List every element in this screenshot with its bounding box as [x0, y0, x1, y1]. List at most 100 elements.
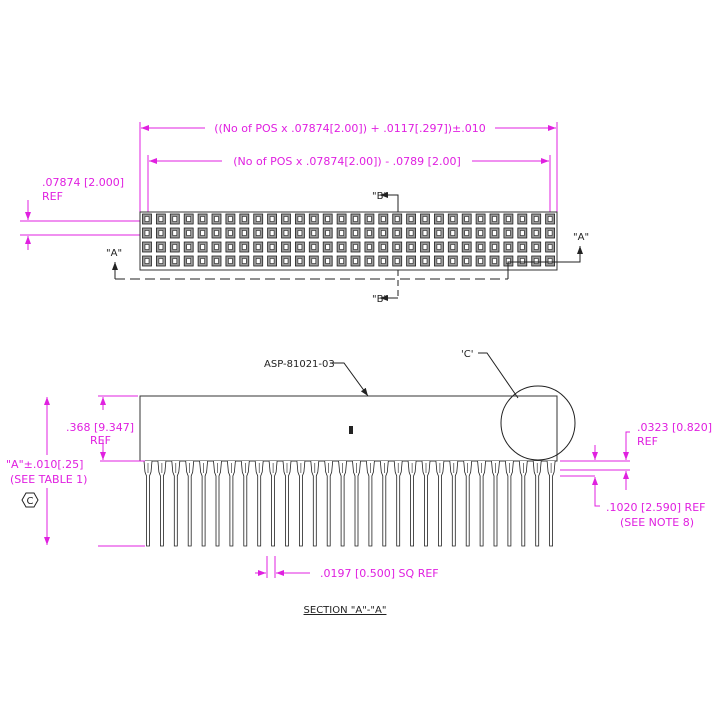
- pin: [491, 460, 500, 547]
- pin-socket: [489, 213, 500, 225]
- pin-socket: [475, 227, 486, 239]
- pin-socket: [336, 227, 347, 239]
- pin-socket: [392, 255, 403, 267]
- pin-socket: [350, 227, 361, 239]
- pin: [254, 460, 264, 547]
- pin-socket: [155, 255, 166, 267]
- part-number-label: ASP-81021-03: [264, 359, 335, 370]
- pin-socket: [211, 227, 222, 239]
- pin-socket: [461, 227, 472, 239]
- offset-dimension-label: .0323 [0.820]: [637, 421, 712, 434]
- pin-socket: [517, 213, 528, 225]
- pin-socket: [461, 255, 472, 267]
- body-marking: [349, 426, 353, 434]
- section-title: SECTION "A"-"A": [304, 605, 387, 616]
- pin-socket: [350, 213, 361, 225]
- pitch-ref-label: REF: [42, 190, 63, 203]
- pin-socket: [239, 227, 250, 239]
- offset-ref-label: REF: [637, 435, 658, 448]
- pin-socket: [503, 241, 514, 253]
- pin-socket: [392, 213, 403, 225]
- pin: [449, 460, 459, 547]
- pin-socket: [531, 213, 542, 225]
- pin: [393, 460, 403, 547]
- pin: [477, 460, 486, 547]
- pin-socket: [225, 255, 236, 267]
- pin-socket: [267, 227, 278, 239]
- pin-socket: [281, 241, 291, 253]
- pin-socket: [447, 241, 458, 253]
- pin: [518, 460, 528, 547]
- pin-socket: [531, 227, 542, 239]
- pin-socket: [378, 227, 389, 239]
- pin-socket: [169, 227, 180, 239]
- pin: [352, 460, 361, 547]
- pin-socket: [545, 255, 555, 267]
- pin-grid: [142, 213, 555, 267]
- pin-socket: [225, 213, 236, 225]
- pin-row: [143, 460, 556, 547]
- pin-socket: [322, 241, 333, 253]
- overall-length-label: ((No of POS x .07874[2.00]) + .0117[.297…: [214, 122, 486, 135]
- pin-socket: [142, 255, 152, 267]
- pin-socket: [308, 213, 319, 225]
- critical-dimension-icon: C: [21, 492, 39, 508]
- pin-socket: [294, 227, 305, 239]
- pin-socket: [294, 241, 305, 253]
- pin: [268, 460, 278, 547]
- pin-socket: [253, 227, 264, 239]
- pin-socket: [267, 213, 278, 225]
- pin: [185, 460, 195, 547]
- pin-socket: [183, 241, 194, 253]
- pin: [199, 460, 208, 547]
- pin-socket: [420, 213, 430, 225]
- pin: [240, 460, 250, 547]
- pin: [435, 460, 445, 547]
- pin-socket: [142, 241, 152, 253]
- pin-socket: [253, 241, 264, 253]
- pin-socket: [392, 227, 403, 239]
- pin-socket: [406, 227, 417, 239]
- pin-size-label: .0197 [0.500] SQ REF: [320, 567, 439, 580]
- section-a-right-label: "A": [573, 232, 589, 243]
- pin: [310, 460, 320, 547]
- pin-socket: [336, 213, 347, 225]
- pin-socket: [211, 241, 222, 253]
- detail-c-circle: [500, 385, 576, 461]
- pin: [546, 460, 556, 547]
- body-height-ref-label: REF: [90, 434, 111, 447]
- pin-socket: [503, 213, 514, 225]
- pin-socket: [447, 227, 458, 239]
- connector-side-body: [139, 395, 558, 462]
- pin-socket: [239, 255, 250, 267]
- pin-socket: [531, 241, 542, 253]
- pin-socket: [350, 241, 361, 253]
- pin-socket: [197, 213, 208, 225]
- pin-socket: [322, 213, 333, 225]
- pin: [379, 460, 389, 547]
- pin-socket: [308, 227, 319, 239]
- pin: [407, 460, 417, 547]
- overall-height-note: (SEE TABLE 1): [10, 473, 87, 486]
- pin-socket: [211, 255, 222, 267]
- pin-socket: [211, 213, 222, 225]
- pin: [213, 460, 222, 547]
- pin-socket: [155, 227, 166, 239]
- standoff-dimension-label: .1020 [2.590] REF: [606, 501, 705, 514]
- detail-c-label: 'C': [461, 349, 473, 360]
- pin-socket: [545, 241, 555, 253]
- pin-socket: [364, 227, 375, 239]
- pin-socket: [364, 213, 375, 225]
- pin-socket: [517, 255, 528, 267]
- pin-socket: [142, 227, 152, 239]
- pin-socket: [225, 241, 236, 253]
- pin-socket: [475, 213, 486, 225]
- pin: [366, 460, 375, 547]
- pin-socket: [225, 227, 236, 239]
- pin: [157, 460, 167, 547]
- pin-socket: [239, 241, 250, 253]
- pin: [463, 460, 473, 547]
- pin-socket: [461, 241, 472, 253]
- pin-socket: [545, 227, 555, 239]
